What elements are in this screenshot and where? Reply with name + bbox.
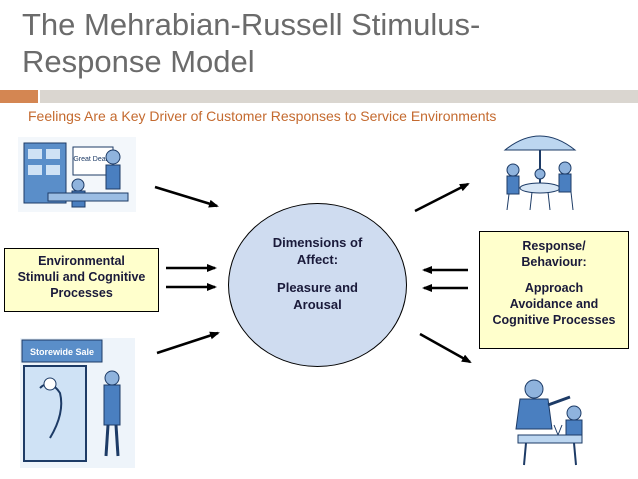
affect-dimensions-circle: Dimensions of Affect: Pleasure and Arous… xyxy=(228,203,407,367)
title-accent-bar xyxy=(0,90,38,103)
right-box-body-line-1: Approach xyxy=(524,281,584,295)
right-box-body-line-3: Cognitive Processes xyxy=(492,313,616,327)
storefront-sale-illustration: Storewide Sale xyxy=(20,338,135,468)
arrow-affect-to-illustration-bottom xyxy=(419,332,472,364)
left-box-line-3: Processes xyxy=(50,286,113,300)
arrow-affect-to-illustration-top xyxy=(414,182,470,213)
left-box-line-2: Stimuli and Cognitive xyxy=(17,270,146,284)
right-box-body-line-2: Avoidance and xyxy=(509,297,599,311)
sign-text-great-deals: Great Deals! xyxy=(73,156,112,163)
circle-body-line-2: Arousal xyxy=(293,297,342,312)
right-box-heading-line-1: Response/ xyxy=(522,239,586,253)
right-box-heading-line-2: Behaviour: xyxy=(521,255,587,269)
environmental-stimuli-box: Environmental Stimuli and Cognitive Proc… xyxy=(4,248,159,312)
response-behaviour-box: Response/ Behaviour: Approach Avoidance … xyxy=(479,231,629,349)
subtitle: Feelings Are a Key Driver of Customer Re… xyxy=(28,108,497,124)
office-scene-illustration: Great Deals! xyxy=(18,137,136,212)
arrow-illustration-to-affect-top xyxy=(154,185,219,208)
circle-heading-line-2: Affect: xyxy=(296,252,339,267)
title-divider-bar xyxy=(40,90,638,103)
page-title: The Mehrabian-Russell Stimulus-Response … xyxy=(22,7,481,79)
sign-text-storewide-sale: Storewide Sale xyxy=(30,347,94,357)
dining-scene-illustration xyxy=(515,379,583,466)
circle-body-line-1: Pleasure and xyxy=(277,280,358,295)
cafe-scene-illustration xyxy=(503,135,577,211)
arrow-illustration-to-affect-bottom xyxy=(156,331,220,355)
left-box-line-1: Environmental xyxy=(38,254,125,268)
circle-heading-line-1: Dimensions of xyxy=(272,235,363,250)
